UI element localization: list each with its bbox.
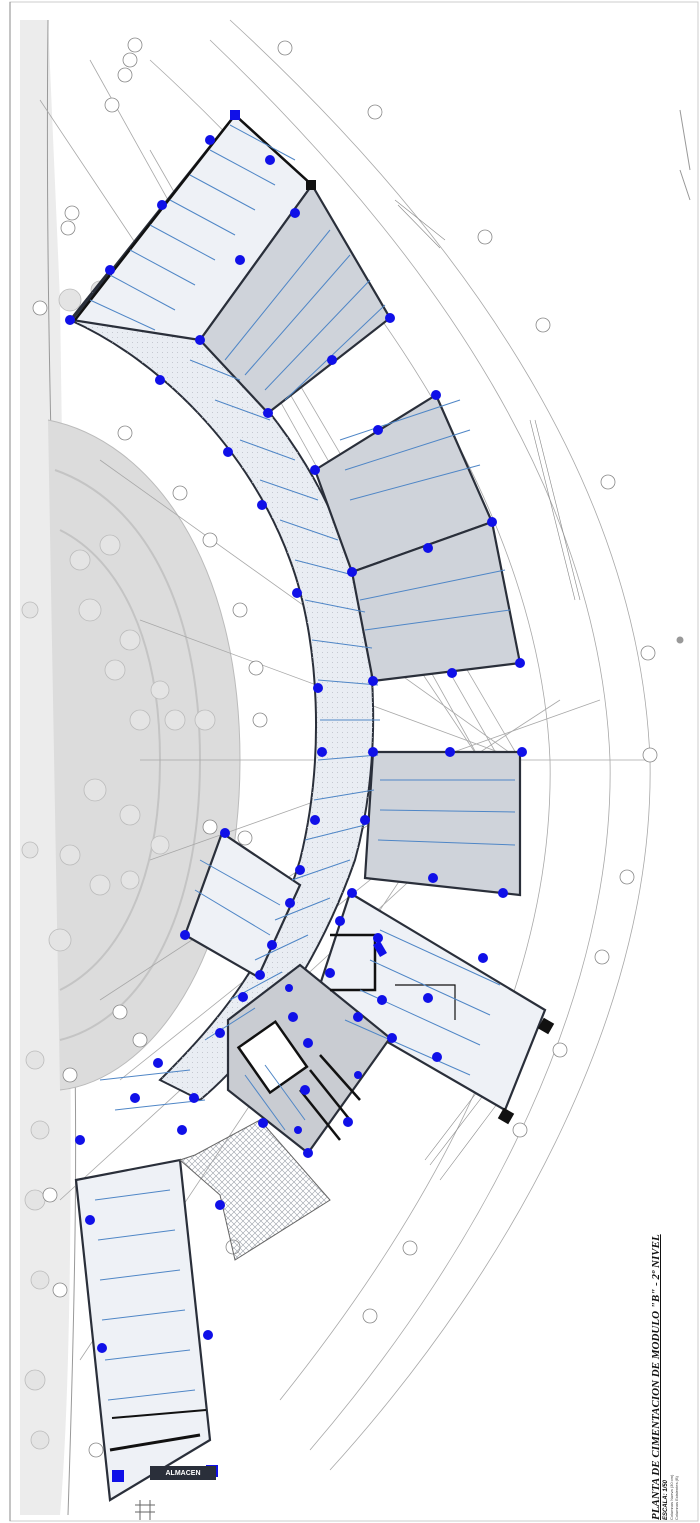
drawing-title: PLANTA DE CIMENTACION DE MODULO "B" - 2º… xyxy=(650,1234,662,1520)
grid-axis-bubbles xyxy=(32,37,658,1458)
interior-walls xyxy=(74,114,456,1452)
almacen-label-box xyxy=(150,1466,216,1480)
title-block: PLANTA DE CIMENTACION DE MODULO "B" - 2º… xyxy=(640,1234,700,1520)
room-label-almacen: ALMACEN xyxy=(165,1470,201,1477)
stair-symbol xyxy=(135,1500,155,1520)
joist-lines xyxy=(89,124,516,1401)
column-markers xyxy=(65,110,555,1482)
north-mark xyxy=(676,109,691,644)
legend-note-2: Columnas Existentes (B) xyxy=(674,1475,679,1520)
